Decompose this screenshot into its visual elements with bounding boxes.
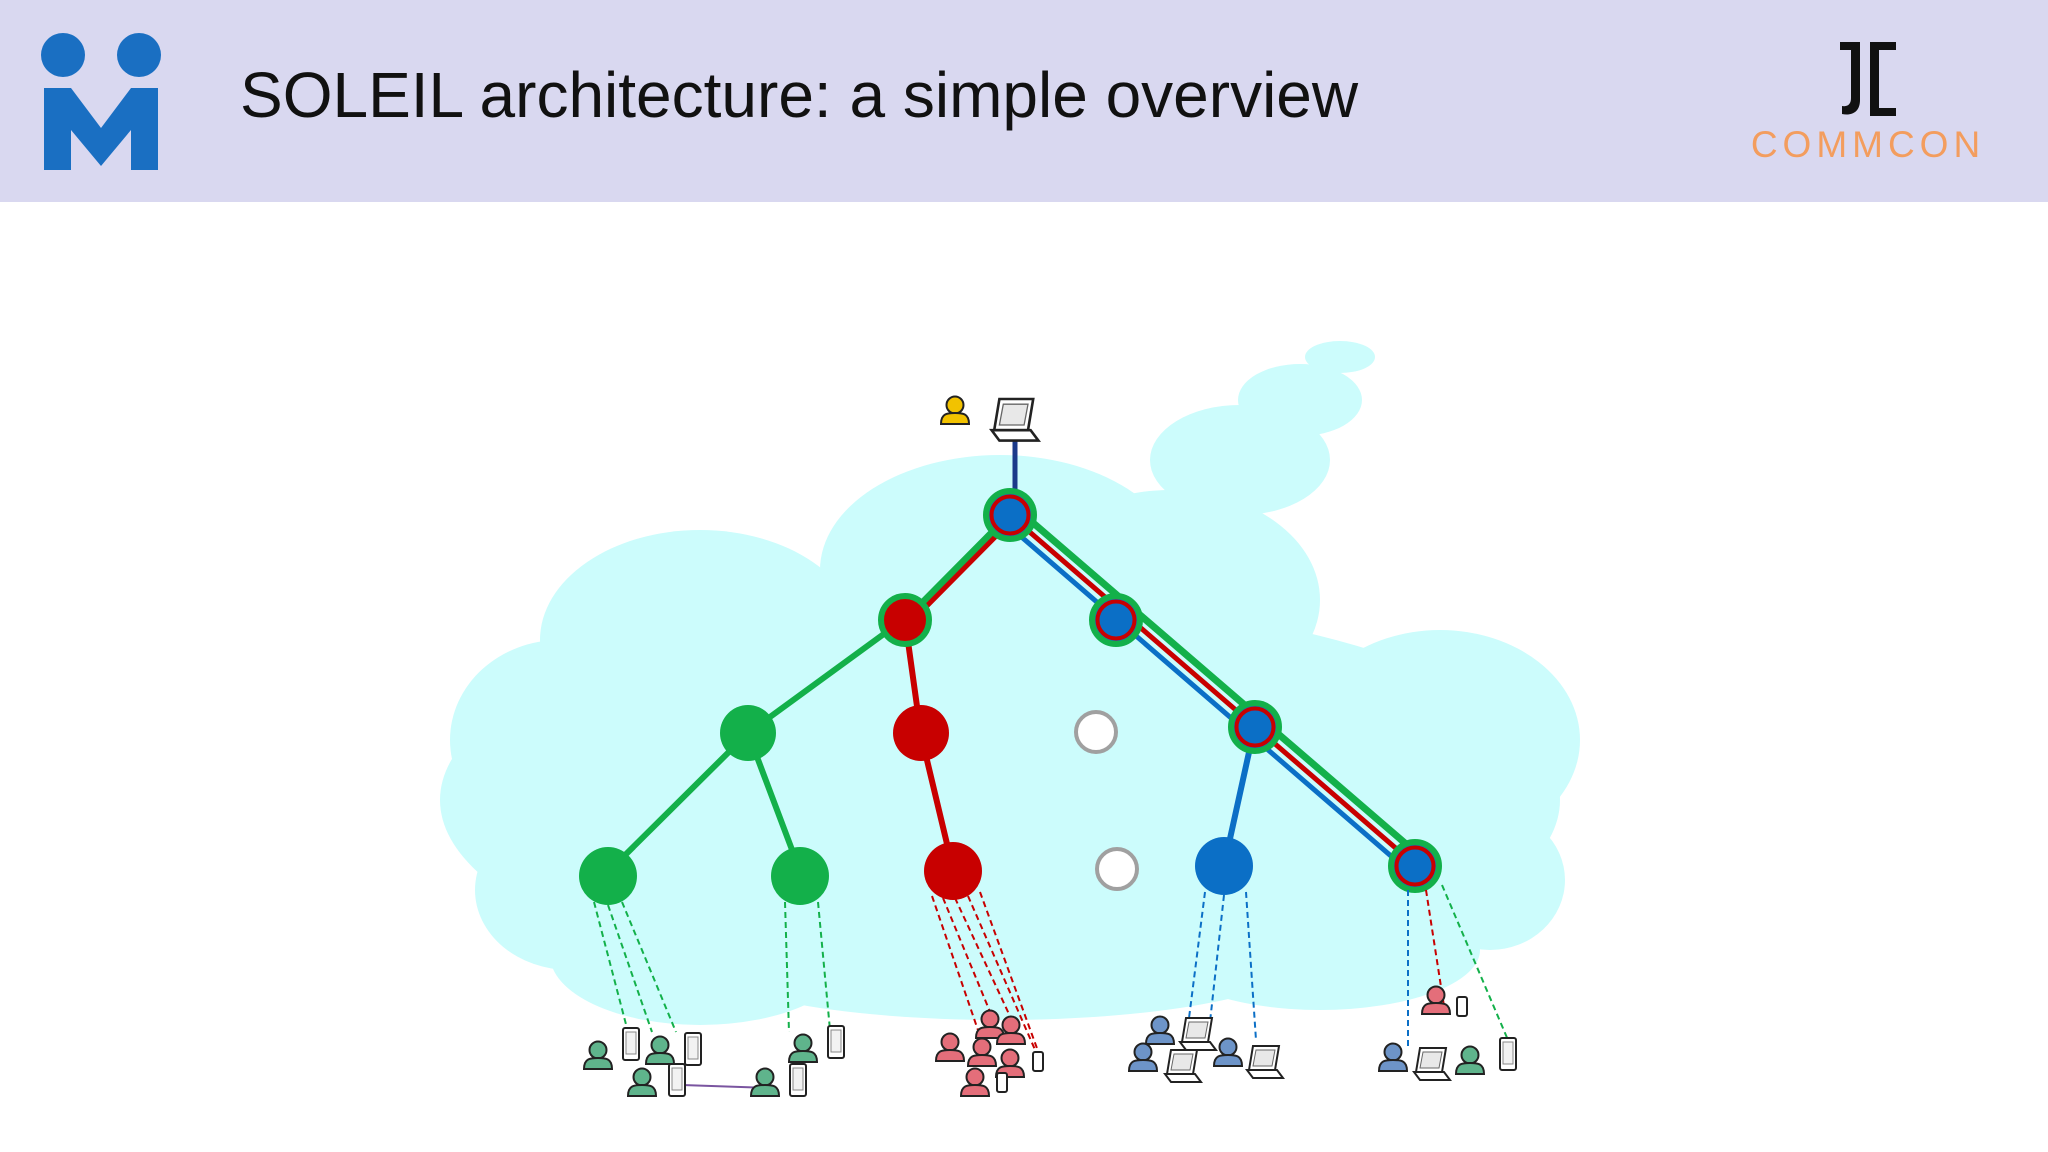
tree-nodes [579, 488, 1442, 905]
viewer-user-icon [788, 1033, 818, 1063]
viewer-laptop-icon [1164, 1049, 1202, 1083]
viewer-phone-icon [996, 1072, 1008, 1093]
meetecho-logo [41, 33, 161, 170]
viewer-phone-icon [1456, 996, 1468, 1017]
publisher-laptop-icon [990, 397, 1040, 442]
viewer-user-icon [1378, 1042, 1408, 1072]
header-bar: SOLEIL architecture: a simple overview C… [0, 0, 2048, 202]
node-idle-1 [1074, 710, 1118, 754]
viewer-group-red [935, 1009, 1044, 1097]
page-title: SOLEIL architecture: a simple overview [240, 59, 1359, 131]
node-right-leaf [1388, 839, 1442, 893]
node-root [983, 488, 1037, 542]
viewer-user-icon [583, 1040, 613, 1070]
viewer-laptop-icon [1246, 1045, 1284, 1079]
viewer-user-icon [750, 1067, 780, 1097]
viewer-user-icon [1128, 1042, 1158, 1072]
viewer-user-icon [1145, 1015, 1175, 1045]
node-green-mid [720, 705, 776, 761]
architecture-diagram [440, 341, 1580, 1097]
node-green-leaf-1 [579, 847, 637, 905]
viewer-tablet-icon [827, 1025, 845, 1059]
viewer-phone-icon [1032, 1051, 1044, 1072]
viewer-tablet-icon [789, 1063, 807, 1097]
viewer-tablet-icon [1499, 1037, 1517, 1071]
node-left-branch [878, 593, 932, 647]
cloud-shape [440, 341, 1580, 1025]
viewer-user-icon [627, 1067, 657, 1097]
publisher-user-icon [940, 395, 970, 425]
viewer-group-green-1 [583, 1027, 773, 1097]
commcon-mark-icon [1840, 42, 1896, 116]
viewer-tablet-icon [668, 1063, 686, 1097]
viewer-tablet-icon [622, 1027, 640, 1061]
node-idle-2 [1095, 847, 1139, 891]
viewer-user-icon [645, 1035, 675, 1065]
node-green-leaf-2 [771, 847, 829, 905]
node-red-mid [893, 705, 949, 761]
node-right-branch-2 [1228, 700, 1282, 754]
node-red-leaf [924, 842, 982, 900]
viewer-user-icon [960, 1067, 990, 1097]
viewer-group-blue [1128, 1015, 1284, 1083]
commcon-logo-text: COMMCON [1750, 124, 1986, 165]
viewer-laptop-icon [1413, 1047, 1451, 1081]
viewer-user-icon [1213, 1037, 1243, 1067]
node-right-branch-1 [1089, 593, 1143, 647]
commcon-logo: COMMCON [1748, 38, 1988, 168]
viewer-user-icon [1455, 1045, 1485, 1075]
viewer-laptop-icon [1179, 1017, 1217, 1051]
viewer-user-icon [967, 1037, 997, 1067]
viewer-user-icon [935, 1032, 965, 1062]
viewer-group-green-2 [750, 1025, 845, 1097]
viewer-tablet-icon [684, 1032, 702, 1066]
node-blue-leaf [1195, 837, 1253, 895]
